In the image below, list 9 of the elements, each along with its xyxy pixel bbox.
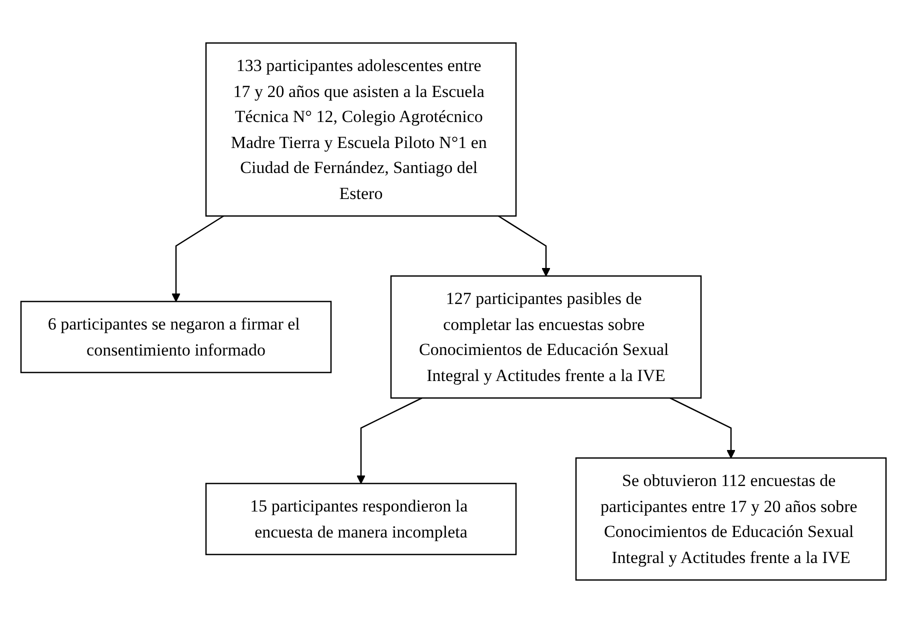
arrow: [172, 215, 224, 302]
arrow: [498, 215, 550, 276]
node-box: 15 participantes respondieron la encuesta de manera incompleta: [205, 482, 517, 556]
arrow: [356, 397, 422, 484]
node-box: 127 participantes pasibles de completar las encuestas sobre Conocimientos de Educación Sexual Integral y Actitudes frente a la IVE: [390, 275, 702, 399]
node-box: 6 participantes se negaron a firmar el consentimiento informado: [20, 300, 332, 374]
node-box: Se obtuvieron 112 encuestas de participantes entre 17 y 20 años sobre Conocimientos de Educación Sexual Integral y Actitudes frente a la IVE: [575, 457, 887, 581]
node-box: 133 participantes adolescentes entre 17 y 20 años que asisten a la Escuela Técnica N° 12, Colegio Agrotécnico Madre Tierra y Escuela Piloto N°1 en Ciudad de Fernández, Santiago del Estero: [205, 42, 517, 217]
arrow: [670, 397, 736, 458]
